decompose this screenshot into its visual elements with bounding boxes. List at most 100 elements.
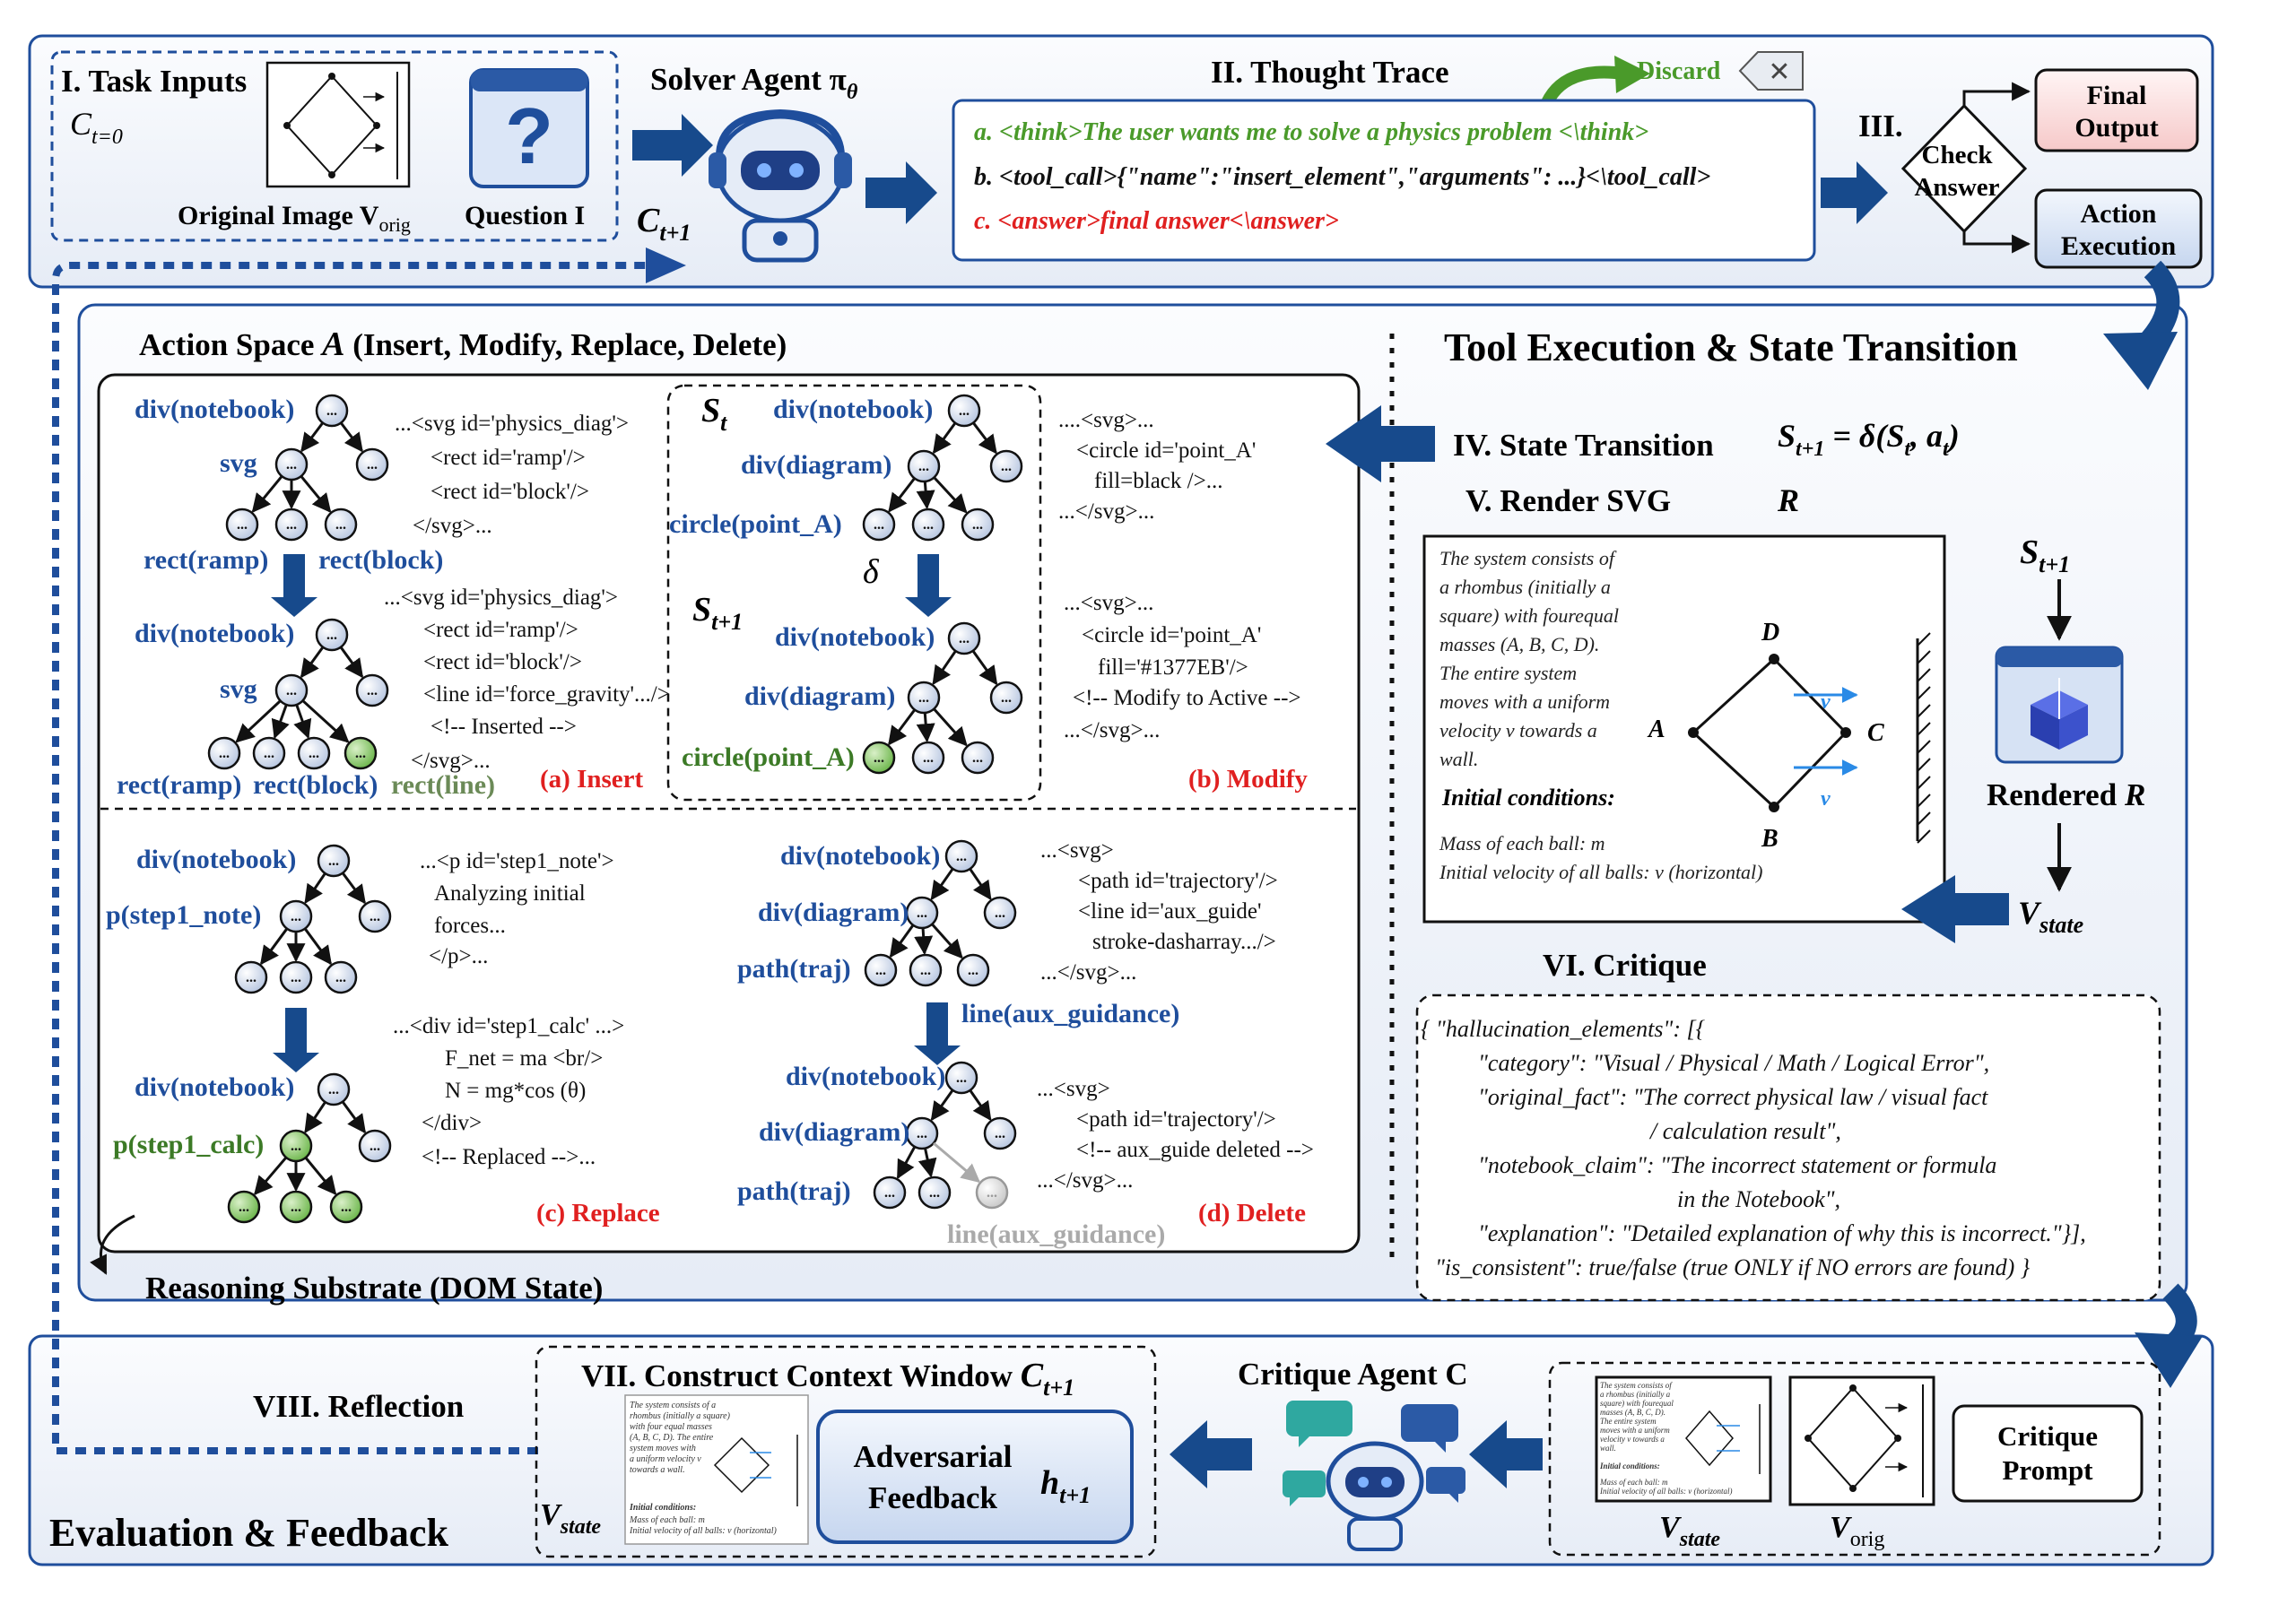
modify-delta-label: δ — [863, 553, 880, 591]
tree-node-ellipsis: ... — [874, 750, 884, 766]
tree-node-ellipsis: ... — [286, 683, 297, 698]
tree-node-ellipsis: ... — [326, 628, 337, 643]
delete-code-top: ...<svg> <path id='trajectory'/> <line i… — [1040, 838, 1278, 985]
tree-node-label: div(diagram) — [759, 1117, 909, 1147]
critique-robot-icon — [1283, 1401, 1465, 1551]
svg-text:a rhombus (initially a: a rhombus (initially a — [1600, 1390, 1671, 1399]
tree-node-ellipsis: ... — [219, 746, 230, 761]
tree-node — [317, 844, 351, 878]
tree-node-ellipsis: ... — [972, 750, 983, 766]
svg-text:stroke-dasharray.../>: stroke-dasharray.../> — [1092, 930, 1276, 954]
action-execution-box — [2034, 188, 2203, 269]
tree-node-ellipsis: ... — [367, 683, 378, 698]
tree-node — [956, 953, 990, 987]
svg-text:<circle id='point_A': <circle id='point_A' — [1082, 623, 1261, 647]
tree-node — [989, 449, 1023, 483]
tree-edge — [916, 712, 935, 743]
svg-text:Initial velocity of all balls:: Initial velocity of all balls: v (horizo… — [629, 1526, 778, 1536]
tree-node-ellipsis: ... — [328, 1082, 339, 1097]
arrow-agent-to-context — [1170, 1420, 1252, 1488]
svg-text:<rect id='ramp'/>: <rect id='ramp'/> — [430, 446, 586, 470]
arrow-prompt-to-agent — [1469, 1420, 1543, 1488]
modify-code-bottom: ...<svg>... <circle id='point_A' fill='#… — [1064, 591, 1301, 742]
tree-node — [905, 896, 939, 930]
action-space-box — [97, 373, 1361, 1254]
check-answer-label-2: Answer — [1914, 173, 1999, 202]
svg-text:The entire system: The entire system — [1439, 662, 1577, 684]
svg-text:The system consists of: The system consists of — [1439, 547, 1617, 569]
tree-edge — [972, 421, 997, 455]
svg-text:N = mg*cos (θ): N = mg*cos (θ) — [445, 1079, 586, 1103]
tree-node-ellipsis: ... — [917, 1126, 927, 1141]
svg-text:with four equal masses: with four equal masses — [630, 1422, 712, 1432]
tree-edge — [303, 927, 332, 966]
svg-text:...</svg>...: ...</svg>... — [1058, 499, 1154, 524]
curved-arrow-to-tool-head — [2103, 332, 2178, 390]
tree-node-label: div(notebook) — [135, 395, 294, 424]
svg-text:masses (A, B, C, D).: masses (A, B, C, D). — [1600, 1408, 1665, 1417]
tree-node-ellipsis: ... — [286, 457, 297, 473]
svg-text:<circle id='point_A': <circle id='point_A' — [1076, 438, 1256, 463]
initial-conditions-title: Initial conditions: — [1441, 785, 1615, 811]
tree-node-label: div(notebook) — [135, 1072, 294, 1102]
svg-text:The entire system: The entire system — [1600, 1417, 1657, 1426]
tree-node — [324, 508, 358, 542]
svg-text:...<p id='step1_note'>: ...<p id='step1_note'> — [420, 849, 614, 873]
arrow-inputs-to-solver — [632, 114, 713, 177]
feedback-h-label: ht+1 — [1040, 1464, 1091, 1508]
tree-edge — [932, 650, 957, 686]
tree-node-label: div(notebook) — [786, 1062, 945, 1091]
tree-node — [864, 953, 898, 987]
tree-node — [873, 1176, 907, 1210]
svg-text:<!-- Inserted -->: <!-- Inserted --> — [430, 715, 577, 739]
action-execution-label-2: Execution — [2061, 231, 2177, 261]
svg-text:...</svg>...: ...</svg>... — [1040, 960, 1136, 985]
tree-edge — [339, 646, 364, 679]
svg-text:<rect id='block'/>: <rect id='block'/> — [423, 650, 582, 674]
action-space-title: Action Space A (Insert, Modify, Replace,… — [139, 325, 787, 363]
svg-text:...</svg>...: ...</svg>... — [1064, 718, 1160, 742]
tree-node-ellipsis: ... — [367, 457, 378, 473]
svg-text:<line id='aux_guide': <line id='aux_guide' — [1078, 899, 1262, 924]
tree-edge — [916, 481, 935, 510]
tree-node-label: line(aux_guidance) — [947, 1219, 1165, 1249]
svg-text:"explanation": "Detailed expla: "explanation": "Detailed explanation of … — [1478, 1220, 2086, 1246]
tree-node — [252, 736, 286, 770]
question-label: Question I — [465, 201, 585, 230]
tree-edge — [253, 1156, 288, 1196]
svg-text:system moves with: system moves with — [630, 1444, 696, 1453]
tree-node — [274, 673, 309, 707]
evaluation-feedback-title: Evaluation & Feedback — [49, 1511, 448, 1555]
tree-edge — [301, 699, 350, 743]
tree-node — [907, 681, 941, 715]
thought-trace-title: II. Thought Trace — [1211, 55, 1448, 90]
tree-node-ellipsis: ... — [326, 403, 337, 419]
final-output-label-1: Final — [2087, 81, 2147, 110]
tree-edge — [931, 923, 963, 959]
tree-edge — [271, 704, 290, 740]
tree-edge — [251, 475, 283, 513]
context-window-box — [535, 1345, 1157, 1558]
tree-node — [944, 839, 978, 873]
adversarial-label-2: Feedback — [868, 1480, 997, 1515]
tree-edge — [930, 868, 954, 901]
tree-node-ellipsis: ... — [918, 459, 929, 474]
tree-node — [862, 508, 896, 542]
svg-text:{ "hallucination_elements": [{: { "hallucination_elements": [{ — [1421, 1016, 1706, 1042]
arrow-state-transition — [1326, 405, 1435, 482]
critique-json-box — [1415, 993, 2161, 1302]
tree-node — [989, 681, 1023, 715]
svg-text:The system consists of a: The system consists of a — [630, 1401, 716, 1410]
tree-edge — [341, 1100, 367, 1134]
tree-node-label: rect(line) — [391, 770, 495, 800]
tree-node-ellipsis: ... — [291, 1200, 301, 1215]
svg-text:square) with fourequal: square) with fourequal — [1439, 604, 1619, 627]
svg-text:moves with a uniform: moves with a uniform — [1600, 1426, 1670, 1435]
replace-label: (c) Replace — [536, 1199, 660, 1228]
check-answer-label-1: Check — [1922, 141, 1994, 169]
svg-text:✕: ✕ — [1768, 57, 1790, 87]
tree-node-ellipsis: ... — [1001, 459, 1012, 474]
tree-node-ellipsis: ... — [237, 517, 248, 533]
arrow-thought-to-check — [1821, 161, 1888, 224]
rendered-text-block: The system consists of a rhombus (initia… — [1439, 547, 1619, 770]
